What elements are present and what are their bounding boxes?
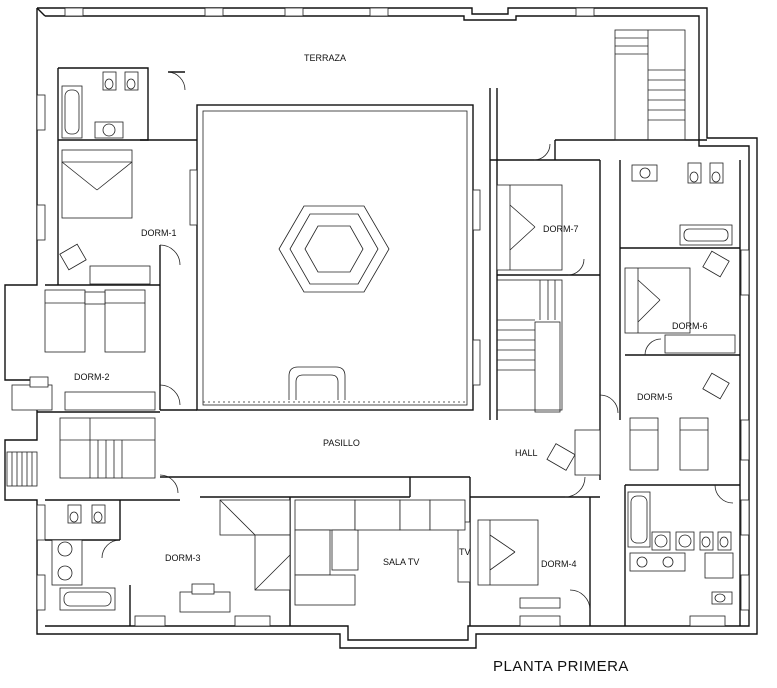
label-dorm-7: DORM-7 — [543, 224, 579, 234]
doors — [101, 71, 734, 611]
label-dorm-5: DORM-5 — [637, 392, 673, 402]
bathrooms — [51, 71, 734, 611]
label-dorm-3: DORM-3 — [165, 553, 201, 563]
furniture — [11, 243, 736, 613]
label-dorm-1: DORM-1 — [141, 228, 177, 238]
beds — [44, 149, 709, 591]
interior-walls — [37, 67, 741, 626]
stairs — [6, 29, 686, 487]
exterior-walls — [4, 7, 758, 649]
label-terraza: TERRAZA — [304, 53, 346, 63]
label-dorm-4: DORM-4 — [541, 559, 577, 569]
label-sala-tv: SALA TV — [383, 557, 419, 567]
courtyard — [189, 104, 481, 411]
plan-title: PLANTA PRIMERA — [493, 658, 629, 675]
label-pasillo: PASILLO — [323, 438, 360, 448]
label-dorm-6: DORM-6 — [672, 321, 708, 331]
label-hall: HALL — [515, 448, 538, 458]
label-dorm-2: DORM-2 — [74, 372, 110, 382]
label-tv: TV — [459, 547, 471, 557]
